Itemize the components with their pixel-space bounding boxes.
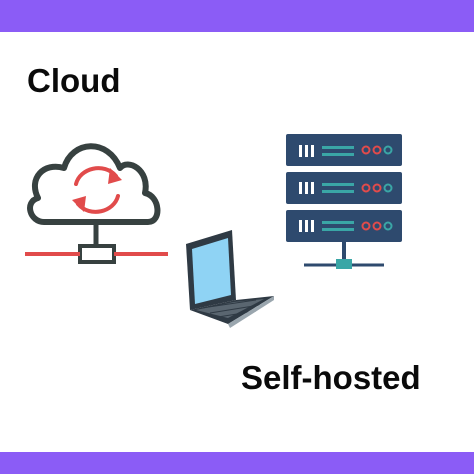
cloud-sync-icon — [27, 143, 161, 264]
server-rack-icon — [286, 134, 402, 269]
cloud-heading: Cloud — [27, 62, 121, 99]
laptop-icon — [186, 230, 274, 328]
self-hosted-heading: Self-hosted — [241, 359, 421, 396]
bottom-accent-bar — [0, 452, 474, 474]
top-accent-bar — [0, 0, 474, 32]
